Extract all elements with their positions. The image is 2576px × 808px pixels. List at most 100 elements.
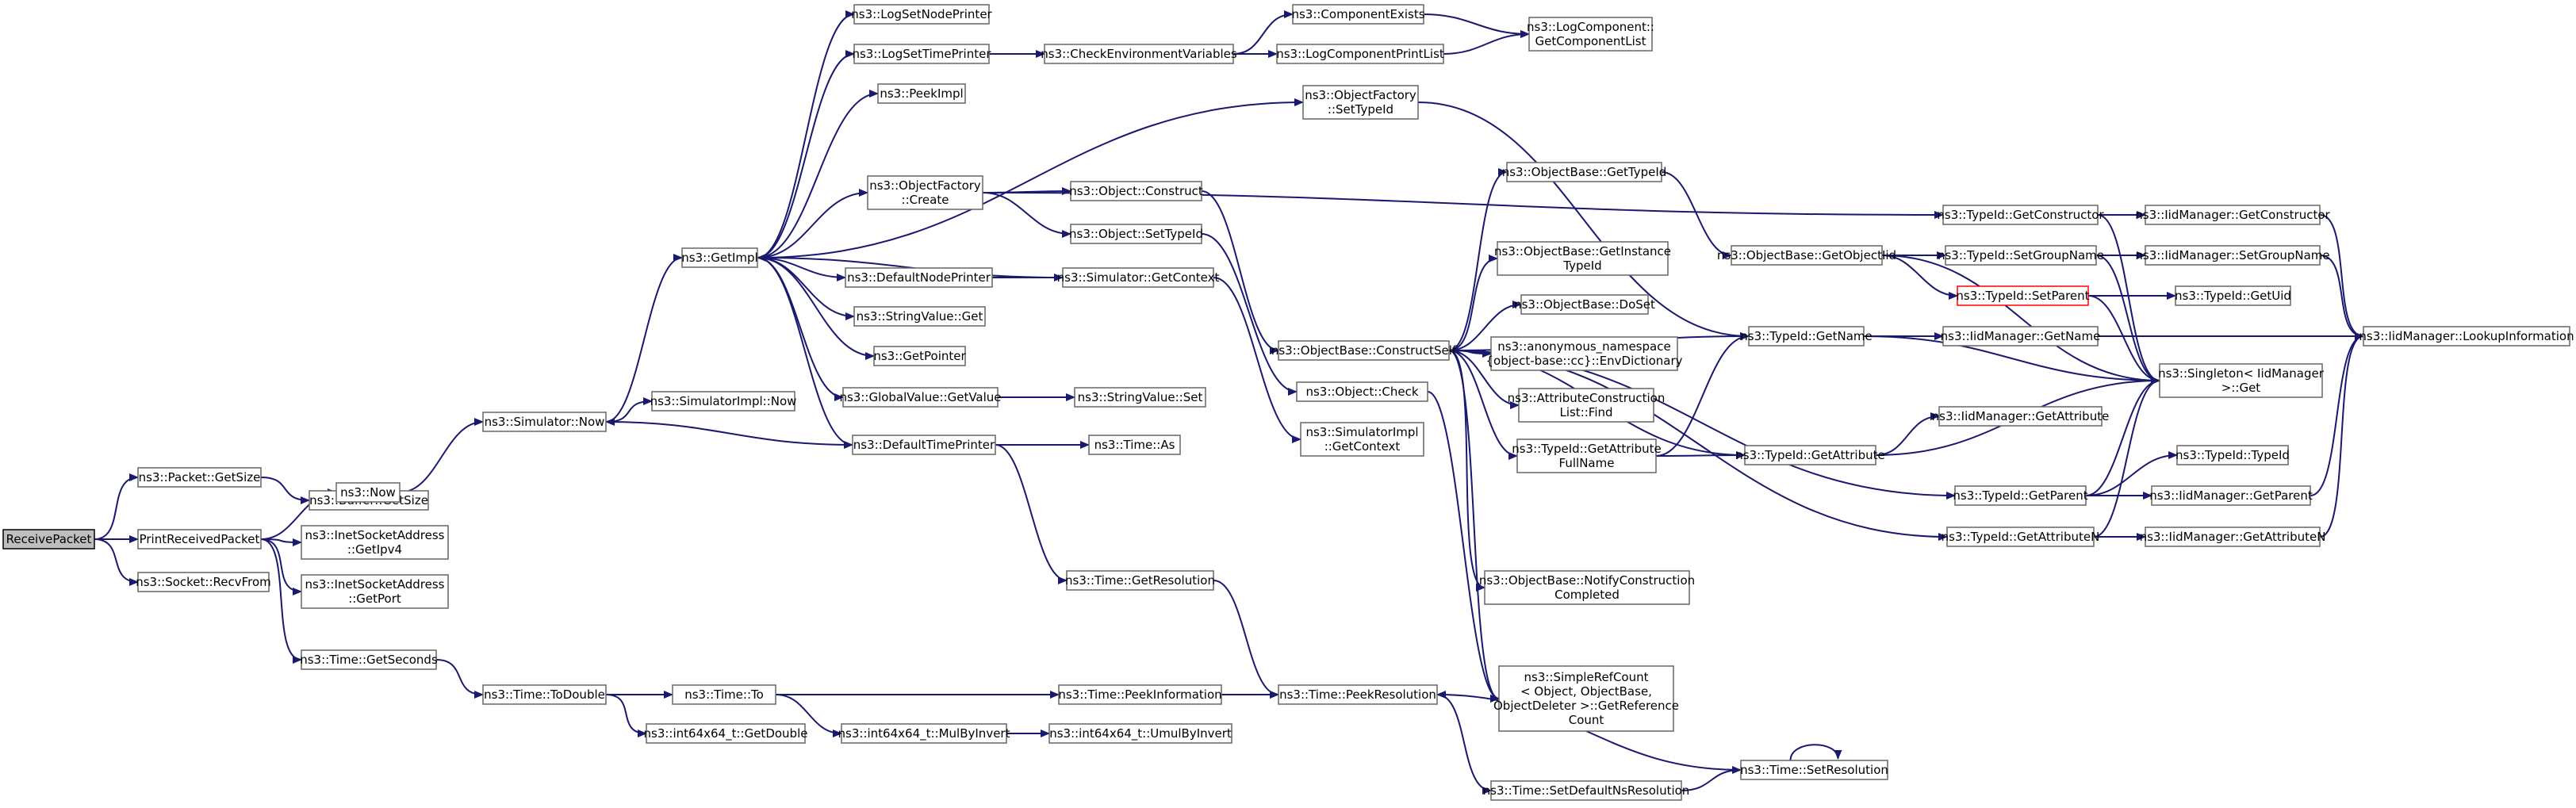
node-getimpl[interactable]: ns3::GetImpl xyxy=(681,247,758,268)
node-simplerefcount[interactable]: ns3::SimpleRefCount< Object, ObjectBase,… xyxy=(1493,665,1679,732)
node-compexists[interactable]: ns3::ComponentExists xyxy=(1291,4,1425,25)
node-timeas[interactable]: ns3::Time::As xyxy=(1088,435,1181,455)
node-receive[interactable]: ReceivePacket xyxy=(2,529,95,550)
node-printrecv[interactable]: PrintReceivedPacket xyxy=(137,529,262,550)
node-logprint[interactable]: ns3::LogComponentPrintList xyxy=(1276,44,1444,64)
node-box xyxy=(1278,684,1438,705)
node-getseconds[interactable]: ns3::Time::GetSeconds xyxy=(300,649,438,670)
edge-obgettid-to-obgetobjiid xyxy=(1661,171,1732,259)
node-box xyxy=(1748,326,1865,347)
node-deftime[interactable]: ns3::DefaultTimePrinter xyxy=(852,435,996,455)
node-objsettid[interactable]: ns3::Object::SetTypeId xyxy=(1069,224,1203,244)
node-iidsetgroup[interactable]: ns3::IidManager::SetGroupName xyxy=(2135,245,2330,266)
node-label: >::Get xyxy=(2221,381,2261,395)
node-getcomplist[interactable]: ns3::LogComponent::GetComponentList xyxy=(1527,17,1654,52)
node-now[interactable]: ns3::Now xyxy=(335,482,401,503)
node-tidgetname[interactable]: ns3::TypeId::GetName xyxy=(1740,326,1873,347)
node-todouble[interactable]: ns3::Time::ToDouble xyxy=(482,684,607,705)
edge-tidsetgroup-to-singleton xyxy=(2095,255,2160,385)
node-lognode[interactable]: ns3::LogSetNodePrinter xyxy=(851,4,993,25)
node-tidgetuid[interactable]: ns3::TypeId::GetUid xyxy=(2175,285,2291,306)
edge-getimpl-to-peekimpl xyxy=(757,90,879,258)
node-simimplnow[interactable]: ns3::SimulatorImpl::Now xyxy=(650,391,797,412)
node-logtime[interactable]: ns3::LogSetTimePrinter xyxy=(852,44,991,64)
node-label: PrintReceivedPacket xyxy=(140,532,260,546)
node-label: ::GetPort xyxy=(348,592,401,606)
node-tidgetattr[interactable]: ns3::TypeId::GetAttribute xyxy=(1735,445,1885,465)
node-obdoset[interactable]: ns3::ObjectBase::DoSet xyxy=(1514,294,1655,315)
edge-printrecv-to-getport xyxy=(260,538,302,595)
node-box xyxy=(1744,445,1876,465)
node-label: ns3::AttributeConstruction xyxy=(1508,391,1666,405)
node-label: ns3::IidManager::GetParent xyxy=(2149,488,2313,503)
node-simimplctx[interactable]: ns3::SimulatorImpl::GetContext xyxy=(1300,422,1424,457)
edge-ofcreate-to-objsettid xyxy=(982,192,1071,238)
node-timeto[interactable]: ns3::Time::To xyxy=(672,684,776,705)
node-iidgetparent[interactable]: ns3::IidManager::GetParent xyxy=(2149,485,2313,506)
node-notifyconstr[interactable]: ns3::ObjectBase::NotifyConstructionCompl… xyxy=(1479,570,1695,605)
node-label: ns3::LogSetTimePrinter xyxy=(852,47,991,61)
node-iidgetname[interactable]: ns3::IidManager::GetName xyxy=(1941,326,2101,347)
node-recvfrom[interactable]: ns3::Socket::RecvFrom xyxy=(136,572,271,592)
node-tidgetattrn[interactable]: ns3::TypeId::GetAttributeN xyxy=(1942,527,2100,547)
node-getsize[interactable]: ns3::Packet::GetSize xyxy=(137,467,262,488)
node-defnode[interactable]: ns3::DefaultNodePrinter xyxy=(845,267,993,288)
node-simnow[interactable]: ns3::Simulator::Now xyxy=(482,412,607,432)
node-ofsettid[interactable]: ns3::ObjectFactory::SetTypeId xyxy=(1302,85,1419,120)
node-iidgetattr[interactable]: ns3::IidManager::GetAttribute xyxy=(1932,406,2110,427)
node-iidgetattrn[interactable]: ns3::IidManager::GetAttributeN xyxy=(2140,527,2326,547)
node-tidsetparent[interactable]: ns3::TypeId::SetParent xyxy=(1956,285,2090,306)
node-box xyxy=(1957,285,2089,306)
node-strget[interactable]: ns3::StringValue::Get xyxy=(853,306,986,327)
node-box xyxy=(842,387,999,408)
node-getres[interactable]: ns3::Time::GetResolution xyxy=(1065,570,1215,591)
node-getdouble[interactable]: ns3::int64x64_t::GetDouble xyxy=(644,723,808,744)
node-mulby[interactable]: ns3::int64x64_t::MulByInvert xyxy=(838,723,1010,744)
node-obgetobjiid[interactable]: ns3::ObjectBase::GetObjectIid xyxy=(1717,245,1896,266)
node-peekinfo[interactable]: ns3::Time::PeekInformation xyxy=(1058,684,1222,705)
node-box xyxy=(853,306,986,327)
edge-objconstruct-to-constructself xyxy=(1201,190,1279,354)
edge-getimpl-to-lognode xyxy=(757,10,855,258)
edge-iidgetattrn-to-iidlookup xyxy=(2319,332,2364,538)
edge-constructself-to-obgettid xyxy=(1448,168,1508,351)
node-strset[interactable]: ns3::StringValue::Set xyxy=(1074,387,1206,408)
node-singleton[interactable]: ns3::Singleton< IidManager>::Get xyxy=(2158,363,2325,398)
node-tidsetgroup[interactable]: ns3::TypeId::SetGroupName xyxy=(1938,245,2104,266)
node-label: ns3::TypeId::GetConstructor xyxy=(1937,208,2104,222)
node-gvget[interactable]: ns3::GlobalValue::GetValue xyxy=(839,387,1002,408)
node-constructself[interactable]: ns3::ObjectBase::ConstructSelf xyxy=(1271,340,1457,361)
node-box xyxy=(646,723,806,744)
node-ofcreate[interactable]: ns3::ObjectFactory::Create xyxy=(867,175,983,210)
node-setdefres[interactable]: ns3::Time::SetDefaultNsResolution xyxy=(1483,780,1690,801)
node-objconstruct[interactable]: ns3::Object::Construct xyxy=(1069,181,1203,201)
node-tidgetparent[interactable]: ns3::TypeId::GetParent xyxy=(1953,485,2088,506)
node-obgettid[interactable]: ns3::ObjectBase::GetTypeId xyxy=(1502,162,1667,182)
node-getpointer[interactable]: ns3::GetPointer xyxy=(873,346,966,366)
node-peekimpl[interactable]: ns3::PeekImpl xyxy=(877,83,966,104)
node-simctx[interactable]: ns3::Simulator::GetContext xyxy=(1057,267,1220,288)
node-label: ns3::ObjectFactory xyxy=(1305,88,1416,102)
node-box xyxy=(1942,326,2099,347)
node-box xyxy=(1484,570,1690,605)
node-box xyxy=(1731,245,1883,266)
node-getipv4[interactable]: ns3::InetSocketAddress::GetIpv4 xyxy=(301,525,449,560)
node-timesetres[interactable]: ns3::Time::SetResolution xyxy=(1740,760,1888,780)
node-iidlookup[interactable]: ns3::IidManager::LookupInformation xyxy=(2359,326,2574,347)
node-tidgetconstr[interactable]: ns3::TypeId::GetConstructor xyxy=(1937,205,2104,225)
node-checkenv[interactable]: ns3::CheckEnvironmentVariables xyxy=(1041,44,1237,64)
node-box xyxy=(1518,388,1654,423)
node-envdict[interactable]: ns3::anonymous_namespace{object-base::cc… xyxy=(1486,336,1683,371)
node-label: < Object, ObjectBase, xyxy=(1520,684,1652,699)
node-peekres[interactable]: ns3::Time::PeekResolution xyxy=(1278,684,1438,705)
edge-printrecv-to-getseconds xyxy=(260,538,302,664)
node-tidtypeid[interactable]: ns3::TypeId::TypeId xyxy=(2175,445,2290,465)
node-objcheck[interactable]: ns3::Object::Check xyxy=(1296,381,1428,402)
node-iidgetconstr[interactable]: ns3::IidManager::GetConstructor xyxy=(2135,205,2331,225)
node-box xyxy=(1954,485,2087,506)
node-umul[interactable]: ns3::int64x64_t::UmulByInvert xyxy=(1048,723,1232,744)
node-getport[interactable]: ns3::InetSocketAddress::GetPort xyxy=(301,574,449,609)
